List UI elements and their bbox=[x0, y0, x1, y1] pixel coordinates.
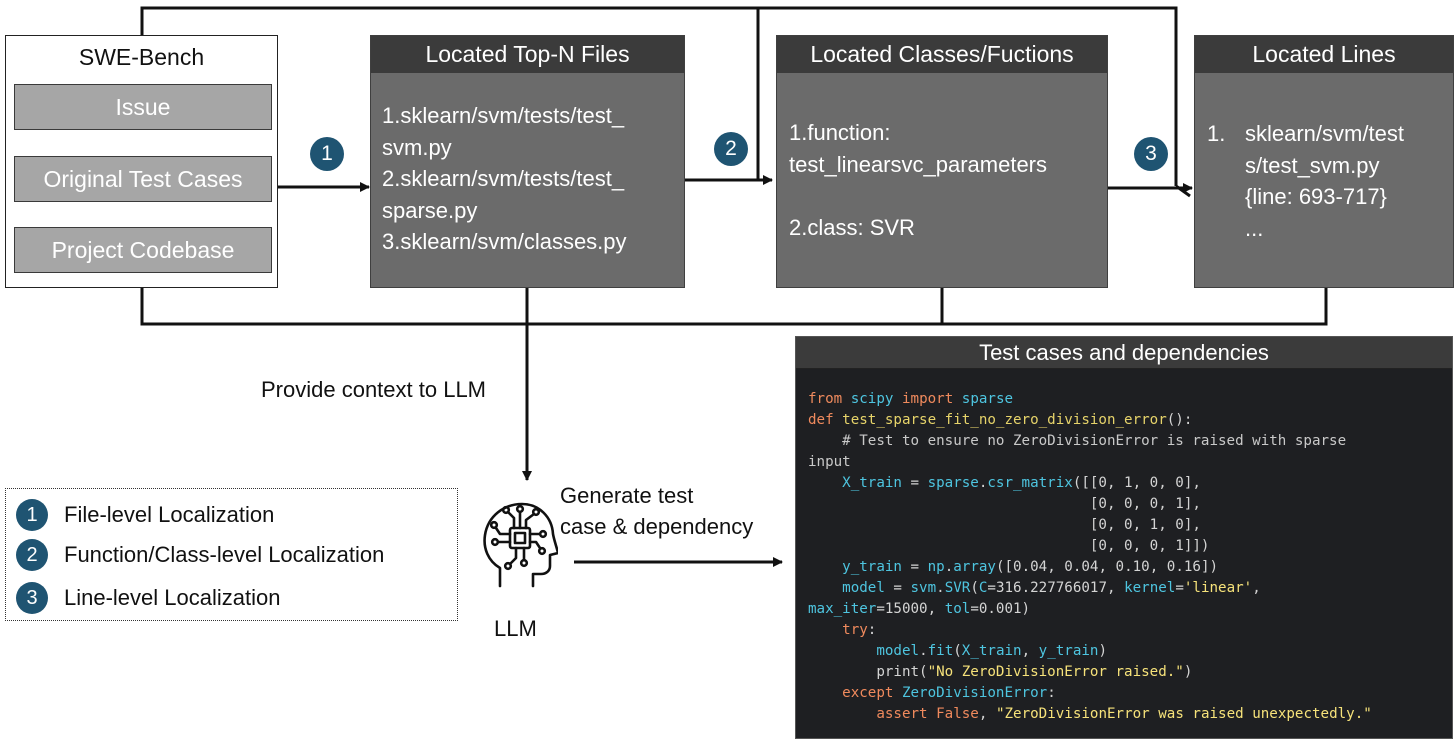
code-line: assert False, "ZeroDivisionError was rai… bbox=[876, 706, 1372, 722]
legend-item: 3 Line-level Localization bbox=[16, 582, 280, 614]
generate-label-line1: Generate test bbox=[560, 483, 694, 508]
stage-top-n-files: Located Top-N Files 1.sklearn/svm/tests/… bbox=[370, 35, 685, 288]
stage-classes-functions: Located Classes/Fuctions 1.function: tes… bbox=[776, 35, 1108, 288]
swe-bench-title: SWE-Bench bbox=[78, 44, 205, 70]
swe-item-project-codebase: Project Codebase bbox=[14, 227, 272, 273]
file-line: svm.py bbox=[382, 134, 452, 160]
legend-box: 1 File-level Localization 2 Function/Cla… bbox=[5, 488, 458, 621]
line-entry: ... bbox=[1245, 215, 1264, 241]
code-line: print("No ZeroDivisionError raised.") bbox=[808, 664, 1193, 680]
legend-step-badge: 2 bbox=[16, 539, 48, 571]
code-block: from scipy import sparse def test_sparse_… bbox=[808, 389, 1372, 725]
step-1-badge: 1 bbox=[310, 137, 344, 171]
function-line: 2.class: SVR bbox=[789, 214, 915, 240]
function-line: 1.function: bbox=[789, 120, 891, 145]
code-line: X_train = sparse.csr_matrix([[0, 1, 0, 0… bbox=[842, 475, 1201, 491]
function-line bbox=[789, 180, 1047, 212]
code-line: max_iter=15000, tol=0.001) bbox=[808, 601, 1031, 617]
code-line: y_train = np.array([0.04, 0.04, 0.10, 0.… bbox=[842, 559, 1219, 575]
code-line: [0, 0, 0, 1], bbox=[808, 496, 1201, 512]
legend-step-badge: 3 bbox=[16, 582, 48, 614]
swe-item-original-test-cases: Original Test Cases bbox=[14, 156, 272, 202]
file-line: 3.sklearn/svm/classes.py bbox=[382, 229, 627, 254]
file-line: 2.sklearn/svm/tests/test_ bbox=[382, 166, 625, 191]
code-panel: Test cases and dependencies from scipy i… bbox=[795, 336, 1453, 739]
legend-item: 1 File-level Localization bbox=[16, 499, 274, 531]
code-line: model = svm.SVR(C=316.227766017, kernel=… bbox=[842, 580, 1261, 596]
provide-context-label: Provide context to LLM bbox=[261, 377, 487, 402]
generate-label-line2: case & dependency bbox=[560, 514, 754, 539]
line-entry: {line: 693-717} bbox=[1245, 184, 1387, 209]
code-panel-title: Test cases and dependencies bbox=[796, 337, 1452, 369]
top-loop-line bbox=[140, 6, 1178, 186]
legend-text: Function/Class-level Localization bbox=[64, 542, 385, 567]
legend-text: Line-level Localization bbox=[64, 585, 281, 610]
line-item-number: 1. bbox=[1207, 121, 1226, 146]
code-line: except ZeroDivisionError: bbox=[842, 685, 1056, 701]
code-line: def test_sparse_fit_no_zero_division_err… bbox=[808, 412, 1193, 428]
swe-bench-box: SWE-Bench Issue Original Test Cases Proj… bbox=[5, 35, 278, 288]
stage-title: Located Top-N Files bbox=[371, 36, 684, 73]
stage-title: Located Classes/Fuctions bbox=[777, 36, 1107, 73]
legend-step-badge: 1 bbox=[16, 499, 48, 531]
swe-item-issue: Issue bbox=[14, 84, 272, 130]
code-line: [0, 0, 1, 0], bbox=[808, 517, 1201, 533]
code-line: try: bbox=[842, 622, 877, 638]
stage-located-lines: Located Lines 1. sklearn/svm/test s/test… bbox=[1194, 35, 1454, 288]
legend-item: 2 Function/Class-level Localization bbox=[16, 539, 384, 571]
ai-head-icon bbox=[483, 502, 558, 588]
file-line: 1.sklearn/svm/tests/test_ bbox=[382, 103, 625, 128]
step-3-badge: 3 bbox=[1134, 137, 1168, 171]
stage-functions-list: 1.function: test_linearsvc_parameters 2.… bbox=[789, 117, 1047, 243]
line-entry: sklearn/svm/test bbox=[1245, 121, 1404, 146]
llm-label: LLM bbox=[494, 616, 537, 641]
function-line: test_linearsvc_parameters bbox=[789, 151, 1048, 177]
code-line: input bbox=[808, 454, 851, 470]
code-line: # Test to ensure no ZeroDivisionError is… bbox=[808, 433, 1347, 449]
stage-title: Located Lines bbox=[1195, 36, 1453, 73]
legend-text: File-level Localization bbox=[64, 502, 275, 527]
code-line: [0, 0, 0, 1]]) bbox=[808, 538, 1210, 554]
stage-lines-list: sklearn/svm/test s/test_svm.py {line: 69… bbox=[1245, 118, 1404, 244]
stage-files-list: 1.sklearn/svm/tests/test_ svm.py 2.sklea… bbox=[382, 100, 627, 258]
code-line: from scipy import sparse bbox=[808, 391, 1014, 407]
bottom-loop-line bbox=[140, 288, 1328, 326]
line-entry: s/test_svm.py bbox=[1245, 152, 1380, 178]
step-2-badge: 2 bbox=[714, 132, 748, 166]
file-line: sparse.py bbox=[382, 197, 478, 223]
code-line: model.fit(X_train, y_train) bbox=[876, 643, 1108, 659]
